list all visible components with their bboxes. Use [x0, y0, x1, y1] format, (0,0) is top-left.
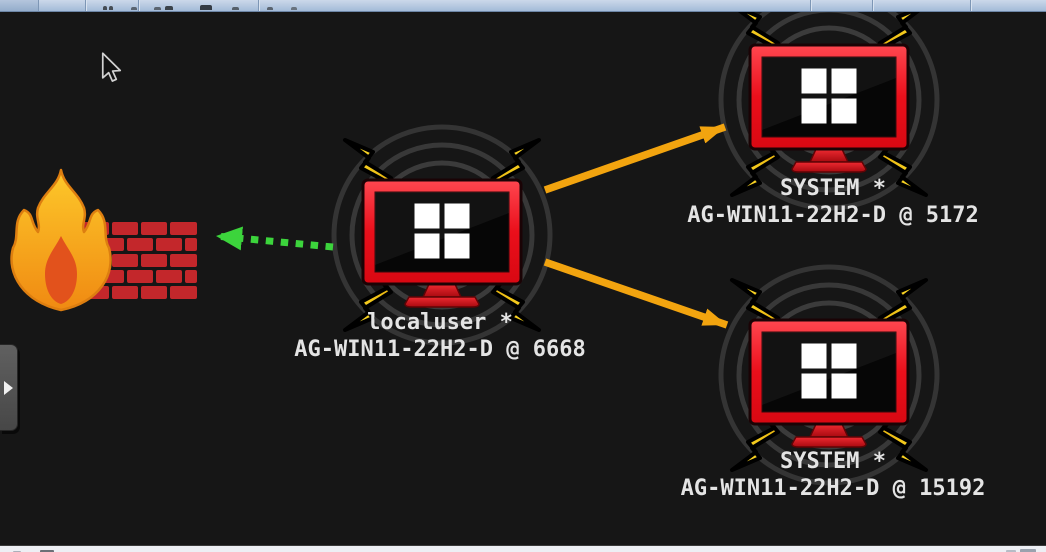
edge-egress-to-firewall — [215, 226, 334, 251]
node-label-localuser: localuser * AG-WIN11-22H2-D @ 6668 — [294, 309, 585, 363]
bottom-pane-stub — [1006, 550, 1016, 552]
node-user: SYSTEM * — [780, 449, 886, 474]
toolbar-separator — [258, 0, 259, 11]
chevron-right-icon — [4, 380, 13, 395]
flame-icon — [10, 168, 112, 312]
toolbar-icon-stub — [131, 7, 137, 10]
node-host: AG-WIN11-22H2-D @ 6668 — [294, 337, 586, 362]
toolbar-icon-stub — [109, 6, 113, 10]
firewall-icon — [10, 168, 197, 312]
edge-lateral-movement-top — [543, 123, 727, 194]
node-host: AG-WIN11-22H2-D @ 15192 — [680, 476, 986, 501]
toolbar-separator — [872, 0, 873, 11]
toolbar-icon-stub — [200, 5, 212, 10]
toolbar-icon-stub — [154, 7, 161, 10]
node-host: AG-WIN11-22H2-D @ 5172 — [687, 203, 979, 228]
toolbar-separator — [138, 0, 139, 11]
toolbar[interactable] — [0, 0, 1046, 12]
toolbar-separator — [970, 0, 971, 11]
toolbar-left-segment — [0, 0, 39, 11]
expand-panel-handle[interactable] — [0, 344, 18, 431]
node-label-system-15192: SYSTEM * AG-WIN11-22H2-D @ 15192 — [681, 448, 986, 502]
node-user: SYSTEM * — [780, 176, 886, 201]
bottom-pane-stub — [40, 550, 54, 552]
bottom-pane-edge — [0, 545, 1046, 552]
toolbar-icon-stub — [232, 7, 239, 10]
node-user: localuser * — [367, 310, 513, 335]
node-label-system-5172: SYSTEM * AG-WIN11-22H2-D @ 5172 — [687, 175, 978, 229]
toolbar-separator — [810, 0, 811, 11]
toolbar-icon-stub — [291, 7, 297, 10]
edge-lateral-movement-bottom — [543, 258, 729, 329]
toolbar-icon-stub — [267, 7, 273, 10]
bottom-pane-stub — [1020, 549, 1036, 552]
toolbar-icon-stub — [165, 6, 173, 10]
toolbar-separator — [85, 0, 86, 11]
toolbar-icon-stub — [103, 6, 107, 10]
mouse-cursor-icon — [101, 52, 122, 82]
